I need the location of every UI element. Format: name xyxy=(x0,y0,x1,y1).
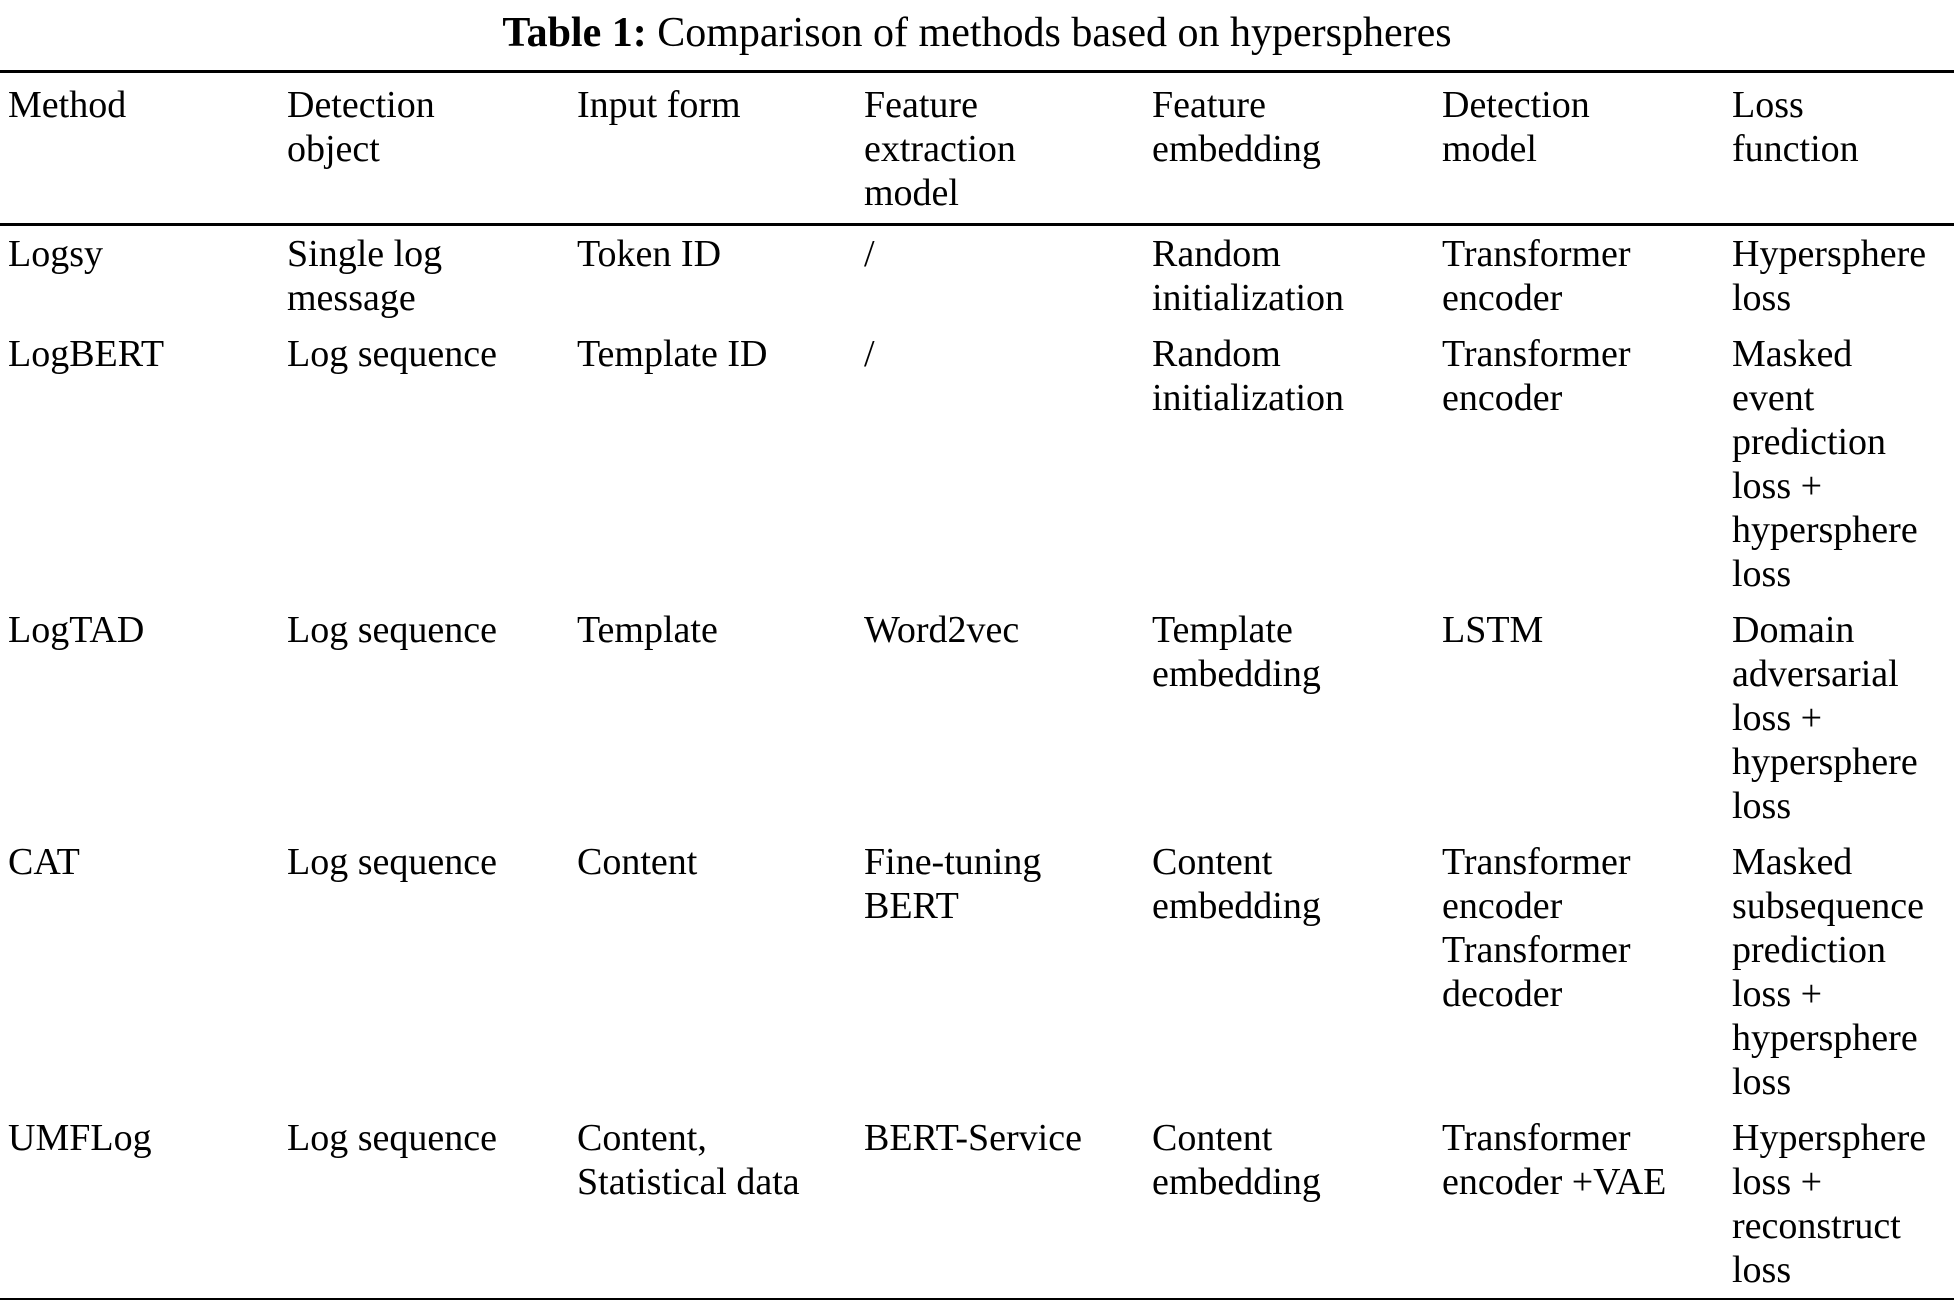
cell-logtad-feature-embedding: Template embedding xyxy=(1152,609,1321,695)
cell-logbert-input-form: Template ID xyxy=(577,333,768,375)
cell-umflog-method: UMFLog xyxy=(8,1117,152,1159)
cell-cat-detection-object: Log sequence xyxy=(287,841,497,883)
table-caption-label: Table 1: xyxy=(502,10,647,56)
column-header-detection-object: Detection object xyxy=(287,71,577,226)
cell-logbert-feature-extraction-model: / xyxy=(864,333,875,375)
table-row-cat: CAT Log sequence Content Fine-tuning BER… xyxy=(0,834,1954,1110)
cell-logtad-loss-function: Domain adversarial loss + hypersphere lo… xyxy=(1732,609,1918,827)
column-header-feature-embedding: Feature embedding xyxy=(1152,71,1442,226)
table-row-umflog: UMFLog Log sequence Content, Statistical… xyxy=(0,1110,1954,1300)
table-caption-text: Comparison of methods based on hypersphe… xyxy=(646,10,1452,56)
cell-cat-detection-model: Transformer encoder Transformer decoder xyxy=(1442,841,1631,1015)
cell-cat-feature-extraction-model: Fine-tuning BERT xyxy=(864,841,1042,927)
column-header-loss-function: Loss function xyxy=(1732,71,1954,226)
column-header-feature-extraction-model: Feature extraction model xyxy=(864,71,1152,226)
cell-logsy-feature-embedding: Random initialization xyxy=(1152,233,1345,319)
table-row-logtad: LogTAD Log sequence Template Word2vec Te… xyxy=(0,602,1954,834)
cell-logsy-input-form: Token ID xyxy=(577,233,722,275)
cell-logsy-method: Logsy xyxy=(8,233,103,275)
table-caption: Table 1: Comparison of methods based on … xyxy=(0,0,1954,70)
cell-logsy-detection-object: Single log message xyxy=(287,233,443,319)
cell-logtad-detection-model: LSTM xyxy=(1442,609,1544,651)
table-row-logbert: LogBERT Log sequence Template ID / Rando… xyxy=(0,326,1954,602)
cell-umflog-loss-function: Hypersphere loss + reconstruct loss xyxy=(1732,1117,1927,1291)
cell-logsy-feature-extraction-model: / xyxy=(864,233,875,275)
cell-logtad-feature-extraction-model: Word2vec xyxy=(864,609,1020,651)
column-header-detection-model: Detection model xyxy=(1442,71,1732,226)
cell-cat-feature-embedding: Content embedding xyxy=(1152,841,1321,927)
cell-umflog-detection-model: Transformer encoder +VAE xyxy=(1442,1117,1667,1203)
cell-cat-loss-function: Masked subsequence prediction loss + hyp… xyxy=(1732,841,1925,1103)
cell-umflog-input-form: Content, Statistical data xyxy=(577,1117,800,1203)
cell-logtad-input-form: Template xyxy=(577,609,718,651)
cell-umflog-detection-object: Log sequence xyxy=(287,1117,497,1159)
methods-comparison-table: Method Detection object Input form Featu… xyxy=(0,70,1954,1300)
column-header-input-form: Input form xyxy=(577,71,864,226)
cell-umflog-feature-extraction-model: BERT-Service xyxy=(864,1117,1082,1159)
table-row-logsy: Logsy Single log message Token ID / Rand… xyxy=(0,225,1954,327)
cell-logsy-loss-function: Hypersphere loss xyxy=(1732,233,1927,319)
cell-logbert-method: LogBERT xyxy=(8,333,165,375)
cell-logbert-detection-object: Log sequence xyxy=(287,333,497,375)
cell-cat-input-form: Content xyxy=(577,841,698,883)
cell-cat-method: CAT xyxy=(8,841,80,883)
cell-logbert-feature-embedding: Random initialization xyxy=(1152,333,1345,419)
cell-logtad-method: LogTAD xyxy=(8,609,145,651)
cell-logsy-detection-model: Transformer encoder xyxy=(1442,233,1631,319)
cell-umflog-feature-embedding: Content embedding xyxy=(1152,1117,1321,1203)
cell-logbert-loss-function: Masked event prediction loss + hypersphe… xyxy=(1732,333,1918,595)
cell-logtad-detection-object: Log sequence xyxy=(287,609,497,651)
column-header-method: Method xyxy=(0,71,287,226)
cell-logbert-detection-model: Transformer encoder xyxy=(1442,333,1631,419)
header-row: Method Detection object Input form Featu… xyxy=(0,71,1954,226)
